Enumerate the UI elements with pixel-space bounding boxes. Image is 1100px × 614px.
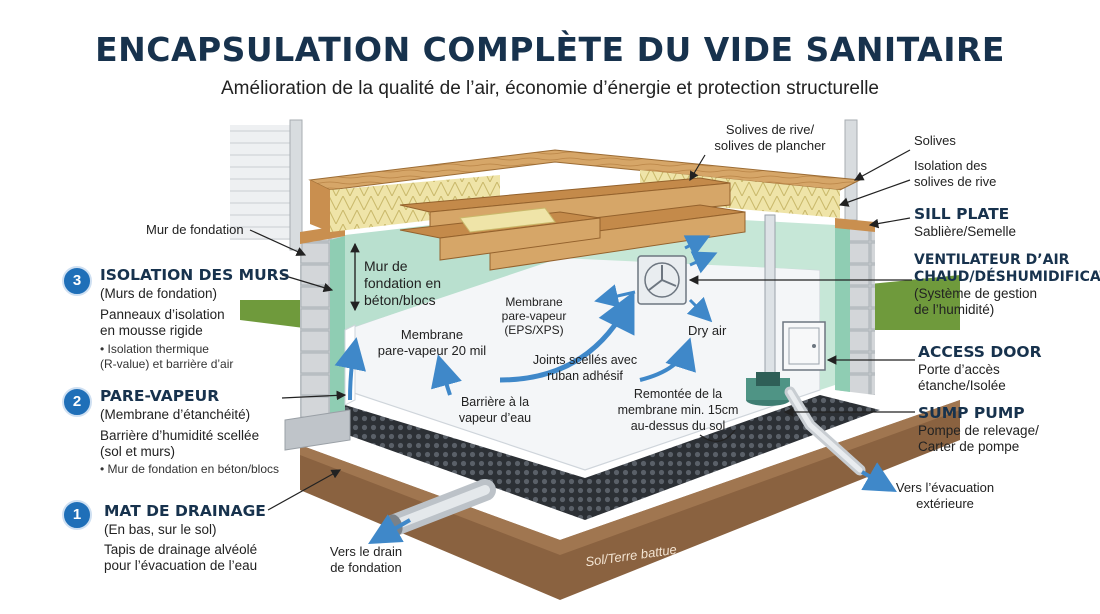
section-heading-pare-vapeur: PARE-VAPEUR — [100, 387, 220, 405]
left-footing — [284, 409, 351, 451]
duct-pipe — [764, 214, 776, 381]
sill-plate-right — [835, 218, 875, 232]
leader-mat — [267, 469, 342, 511]
rim-joist-left — [310, 180, 330, 232]
section-heading-mat-drainage: MAT DE DRAINAGE — [104, 502, 266, 520]
section-heading-isolation-murs: ISOLATION DES MURS — [100, 266, 290, 284]
section-sub-pare-vapeur: (Membrane d’étanchéité) — [100, 407, 251, 422]
airflow-arrow-4 — [639, 337, 696, 382]
airflow-arrow-3 — [499, 291, 635, 383]
label-solives: Solives — [914, 133, 956, 148]
leader-remontee — [699, 429, 736, 442]
airflow-arrow-5 — [594, 284, 636, 308]
leader-solives-rive — [689, 154, 706, 182]
section-badge-1: 1 — [62, 500, 92, 530]
label-evacuation: Vers l’évacuation extérieure — [895, 480, 995, 511]
leader-mur — [249, 229, 307, 256]
leader-isolation — [838, 179, 911, 207]
label-membrane-eps: Membrane pare-vapeur (EPS/XPS) — [501, 295, 567, 337]
access-door-panel — [782, 321, 826, 371]
section-badge-2: 2 — [62, 387, 92, 417]
label-ventilateur-sub: (Système de gestion de l’humidité) — [914, 286, 1038, 317]
label-sump-pump-sub: Pompe de relevage/ Carter de pompe — [918, 423, 1039, 454]
label-sill-plate: SILL PLATE — [914, 205, 1010, 223]
section-desc-isolation-murs: Panneaux d’isolation en mousse rigide — [100, 307, 225, 338]
grass-right — [860, 275, 960, 330]
soil-block — [300, 400, 960, 600]
label-membrane-20mil: Membrane pare-vapeur 20 mil — [377, 327, 487, 358]
airflow-arrow-8 — [686, 296, 713, 323]
label-dry-air: Dry air — [688, 323, 727, 338]
label-mur-fondation: Mur de fondation — [146, 222, 244, 237]
label-ventilateur: VENTILATEUR D’AIR CHAUD/DÉSHUMIDIFICAT — [914, 252, 1100, 285]
airflow-arrow-1 — [334, 337, 366, 401]
label-joints: Joints scellés avec ruban adhésif — [532, 353, 638, 383]
label-isolation-solives: Isolation des solives de rive — [914, 158, 997, 189]
evacuation-arrow — [861, 462, 897, 492]
page-title: ENCAPSULATION COMPLÈTE DU VIDE SANITAIRE — [95, 30, 1005, 69]
house-siding — [230, 125, 300, 240]
house-post — [289, 119, 303, 251]
left-wall-insulation — [330, 236, 345, 424]
section-desc-mat-drainage: Tapis de drainage alvéolé pour l’évacuat… — [104, 542, 258, 573]
leader-solives — [853, 149, 911, 181]
label-access-door: ACCESS DOOR — [918, 343, 1042, 361]
label-sump-pump: SUMP PUMP — [918, 404, 1025, 422]
sump-motor — [756, 372, 780, 386]
page-subtitle: Amélioration de la qualité de l’air, éco… — [221, 78, 879, 99]
leader-sill — [868, 217, 911, 229]
label-solives-rive: Solives de rive/ solives de plancher — [714, 122, 826, 153]
label-mur-fondation-beton: Mur de fondation en béton/blocs — [364, 258, 442, 308]
joist-3-side — [439, 217, 601, 261]
right-wall-insulation — [835, 225, 850, 392]
house-post-right — [844, 119, 858, 221]
section-note-pare-vapeur: • Mur de fondation en béton/blocs — [100, 462, 279, 476]
drain-out-arrow — [368, 514, 411, 544]
joist-insulation — [459, 207, 556, 233]
soil-top — [300, 400, 960, 555]
airflow-arrow-2 — [431, 354, 462, 396]
section-desc-pare-vapeur: Barrière d’humidité scellée (sol et murs… — [100, 428, 260, 459]
section-sub-mat-drainage: (En bas, sur le sol) — [104, 522, 217, 537]
airflow-arrow-7 — [683, 235, 711, 257]
drainage-mat — [320, 395, 880, 520]
section-badge-3: 3 — [62, 266, 92, 296]
leader-isolation-murs — [281, 274, 334, 293]
label-remontee: Remontée de la membrane min. 15cm au-des… — [617, 387, 739, 433]
leader-pare-vapeur — [281, 390, 347, 401]
section-note-isolation-murs: • Isolation thermique (R-value) et barri… — [100, 342, 234, 371]
section-sub-isolation-murs: (Murs de fondation) — [100, 286, 218, 301]
fan-blade — [644, 262, 680, 298]
label-sabliere: Sablière/Semelle — [914, 224, 1017, 239]
joist-2-side — [489, 211, 746, 271]
label-access-door-sub: Porte d’accès étanche/Isolée — [918, 362, 1006, 393]
label-barriere: Barrière à la vapeur d’eau — [458, 395, 532, 425]
label-drain-fondation: Vers le drain de fondation — [329, 544, 403, 575]
